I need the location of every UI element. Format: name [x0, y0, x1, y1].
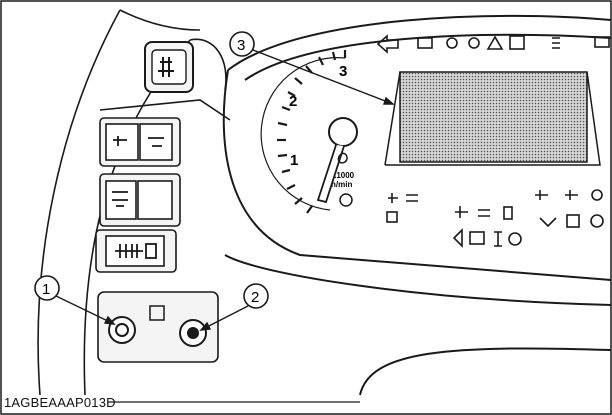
- hitch-down-icon: [565, 190, 578, 200]
- turn-signal-left-icon: [376, 34, 399, 54]
- tach-number-3: 3: [339, 63, 347, 80]
- callout-circle-2: [243, 283, 269, 309]
- seat-belt-icon: [590, 214, 604, 228]
- brake-warning-icon: [508, 232, 522, 246]
- lcd-bezel: [384, 71, 601, 166]
- oil-pressure-icon: [446, 37, 458, 49]
- lcd-display: [399, 71, 588, 163]
- headlight-icon: [552, 37, 560, 49]
- leader-lines: [55, 49, 395, 331]
- instrument-cluster: [222, 14, 612, 396]
- front-work-light-icon: [455, 206, 468, 218]
- rocker-glyphs: [112, 136, 164, 259]
- rear-defogger-icon: [115, 244, 143, 258]
- callout-label-1: 1: [42, 281, 50, 298]
- engine-oil-indicator-icon: [337, 152, 348, 164]
- work-light-icon: [113, 136, 127, 146]
- fuel-level-icon: [452, 228, 463, 248]
- pto-indicator-icon: [388, 193, 398, 203]
- lower-indicator-rows: [386, 189, 604, 248]
- air-filter-icon: [509, 35, 525, 50]
- water-temp-icon: [468, 37, 480, 49]
- tach-number-2: 2: [289, 93, 297, 110]
- knob-1: [108, 316, 136, 344]
- callout-circle-3: [229, 31, 255, 57]
- switch-glyph-icon: [158, 57, 174, 77]
- knob-1-gear-icon: [115, 323, 129, 337]
- glow-indicator-icon: [339, 193, 353, 207]
- regeneration-icon: [469, 231, 485, 245]
- bottom-knob-panel: [97, 291, 219, 363]
- trailer-indicator-icon: [386, 211, 398, 223]
- turn-signal-right-icon: [594, 36, 610, 48]
- four-wd-indicator-icon: [406, 194, 418, 202]
- tach-ticks: [277, 50, 347, 214]
- callout-circle-1: [34, 275, 60, 301]
- hitch-up-icon: [535, 190, 548, 200]
- master-warning-icon: [486, 35, 504, 50]
- rear-light-icon: [148, 137, 164, 147]
- tachometer: 1 2 3 X1000 n/min: [260, 50, 358, 214]
- top-warning-lamp-row: [376, 34, 610, 54]
- cruise-icon: [566, 214, 580, 228]
- position-lamp-icon: [503, 206, 513, 220]
- tach-unit-x1000: X1000: [331, 171, 355, 180]
- hydraulic-icon: [494, 231, 502, 247]
- tach-unit-nmin: n/min: [331, 180, 352, 189]
- parking-brake-icon: [591, 189, 603, 201]
- callout-label-2: 2: [251, 289, 259, 306]
- hazard-switch-icon: [112, 191, 128, 207]
- figure-caption: 1AGBEAAAP013D: [4, 395, 116, 410]
- small-indicator-icon: [149, 305, 165, 321]
- tach-number-1: 1: [290, 152, 298, 169]
- top-switch: [144, 41, 194, 93]
- auto-mode-icon: [478, 209, 490, 217]
- rocker-switch-group: [95, 117, 181, 273]
- battery-icon: [417, 37, 433, 49]
- differential-lock-icon: [539, 217, 557, 228]
- tach-needle-hub: [328, 117, 358, 147]
- callouts: [34, 31, 269, 309]
- knob-2-light-icon: [187, 327, 199, 339]
- callout-label-3: 3: [237, 37, 245, 54]
